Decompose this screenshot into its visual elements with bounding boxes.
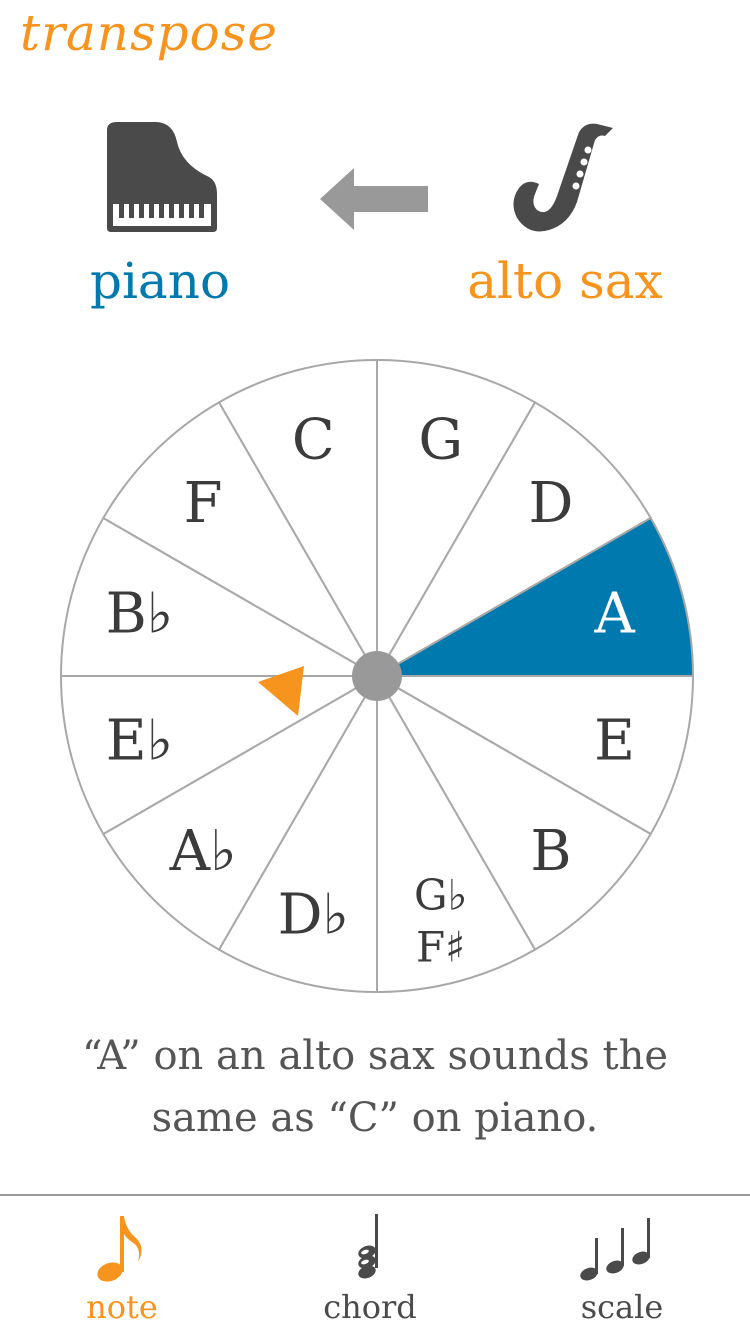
- wheel-sector[interactable]: [374, 673, 653, 952]
- wheel-note-label: F: [184, 471, 223, 536]
- wheel-note-label: E: [594, 709, 635, 774]
- wheel-note-label: C: [292, 407, 335, 472]
- wheel-sector[interactable]: [101, 673, 380, 952]
- arrow-left-icon: [318, 166, 430, 232]
- wheel-hub: [352, 651, 402, 701]
- piano-icon[interactable]: [103, 120, 221, 235]
- wheel-sector[interactable]: [376, 672, 537, 994]
- wheel-note-label: A: [593, 581, 635, 646]
- transpose-caption: “A” on an alto sax sounds the same as “C…: [0, 1025, 750, 1149]
- quarter-notes-icon: [580, 1218, 650, 1281]
- wheel-sector[interactable]: [59, 516, 381, 677]
- tab-note-label: note: [86, 1288, 158, 1326]
- chord-stack-icon: [358, 1214, 378, 1279]
- wheel-sector[interactable]: [101, 400, 380, 679]
- bottom-tab-bar: note chord scale: [0, 1194, 750, 1336]
- wheel-note-label: G: [418, 407, 463, 472]
- wheel-sector[interactable]: [373, 516, 695, 677]
- wheel-sector[interactable]: [373, 675, 695, 836]
- wheel-note-label: A♭: [169, 819, 237, 884]
- tab-chord-label: chord: [323, 1288, 417, 1326]
- wheel-sector[interactable]: [374, 400, 653, 679]
- caption-line-2: same as “C” on piano.: [151, 1095, 599, 1141]
- wheel-sector[interactable]: [376, 358, 537, 680]
- wheel-sector[interactable]: [217, 672, 378, 994]
- target-instrument-label[interactable]: piano: [89, 252, 231, 310]
- tab-chord[interactable]: chord: [270, 1196, 470, 1336]
- tab-scale[interactable]: scale: [522, 1196, 722, 1336]
- wheel-note-label: E♭: [106, 709, 173, 774]
- app-title: transpose: [20, 4, 279, 62]
- wheel-note-label: D♭: [278, 883, 349, 948]
- wheel-note-label: D: [528, 471, 573, 536]
- wheel-note-label: G♭F♯: [414, 871, 467, 972]
- wheel-note-label: B: [530, 819, 571, 884]
- saxophone-icon[interactable]: [505, 118, 623, 236]
- eighth-note-icon: [97, 1216, 142, 1282]
- tab-scale-label: scale: [580, 1288, 664, 1326]
- triangle-pointer-icon: [258, 666, 304, 716]
- wheel-sector[interactable]: [217, 358, 378, 680]
- tab-note[interactable]: note: [22, 1196, 222, 1336]
- caption-line-1: “A” on an alto sax sounds the: [82, 1033, 668, 1079]
- source-instrument-label[interactable]: alto sax: [467, 252, 663, 310]
- wheel-note-label: B♭: [106, 581, 174, 646]
